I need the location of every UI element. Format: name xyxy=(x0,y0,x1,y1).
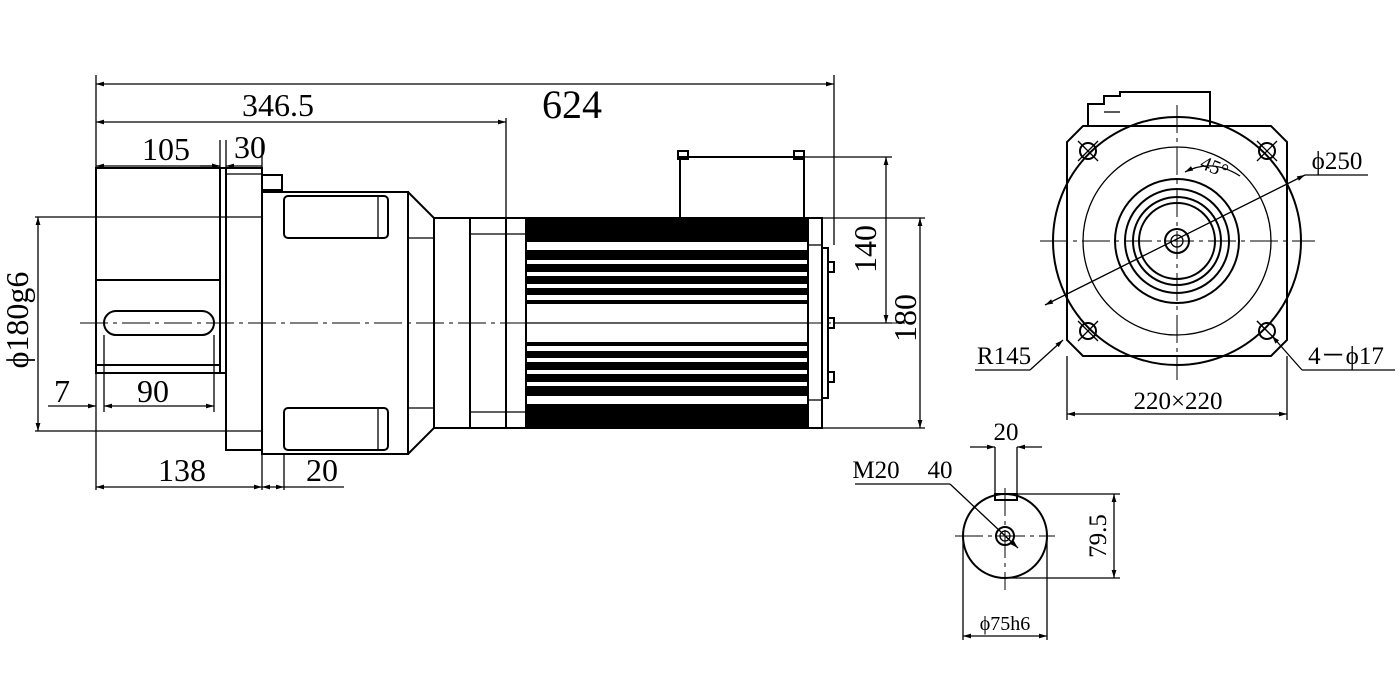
dim-bolt-holes: 4－ϕ17 xyxy=(1308,343,1384,370)
dim-bolt-circle: ϕ250 xyxy=(1312,148,1363,175)
bolt-holes xyxy=(1077,140,1278,342)
dim-thread: M20 xyxy=(852,457,899,484)
shaft-end-key xyxy=(994,493,1018,501)
gearbox-body xyxy=(261,174,435,455)
output-shaft xyxy=(95,167,221,374)
dim-shaft-diameter: ϕ75h6 xyxy=(980,613,1031,635)
side-view: 624 346.5 105 30 ϕ180g6 7 90 138 20 140 … xyxy=(0,75,925,490)
dim-thread-depth: 40 xyxy=(928,457,953,484)
dim-flange-square: 220×220 xyxy=(1133,388,1222,415)
flange-view: ϕ250 45° R145 4－ϕ17 220×220 xyxy=(975,91,1395,420)
dim-pilot-diameter: ϕ180g6 xyxy=(0,272,35,369)
flange-view-terminal-box xyxy=(1087,91,1211,126)
dim-key-width: 20 xyxy=(994,419,1019,446)
shaft-end-view: 20 M20 40 79.5 ϕ75h6 xyxy=(852,419,1120,640)
dim-flange-radius: R145 xyxy=(977,343,1031,370)
terminal-box xyxy=(677,150,805,219)
dim-key-offset: 7 xyxy=(54,373,70,409)
dim-key-length: 90 xyxy=(137,373,169,409)
dim-motor-height: 180 xyxy=(887,294,923,342)
dim-bolt-angle: 45° xyxy=(1197,152,1231,183)
dim-key-height: 79.5 xyxy=(1085,514,1112,558)
motor-body xyxy=(525,217,835,429)
dim-flange-to-shaft: 138 xyxy=(158,452,206,488)
dim-shaft-length: 105 xyxy=(142,131,190,167)
dim-gearbox-length: 346.5 xyxy=(242,87,314,123)
dim-flange-step: 20 xyxy=(306,452,338,488)
shaft-keyway xyxy=(103,310,215,336)
side-dimension-lines xyxy=(35,75,925,490)
dim-terminal-box-height: 140 xyxy=(847,225,883,273)
dim-flange-thickness: 30 xyxy=(234,129,266,165)
dim-overall-length: 624 xyxy=(542,82,602,127)
motor-adapter xyxy=(433,217,527,429)
